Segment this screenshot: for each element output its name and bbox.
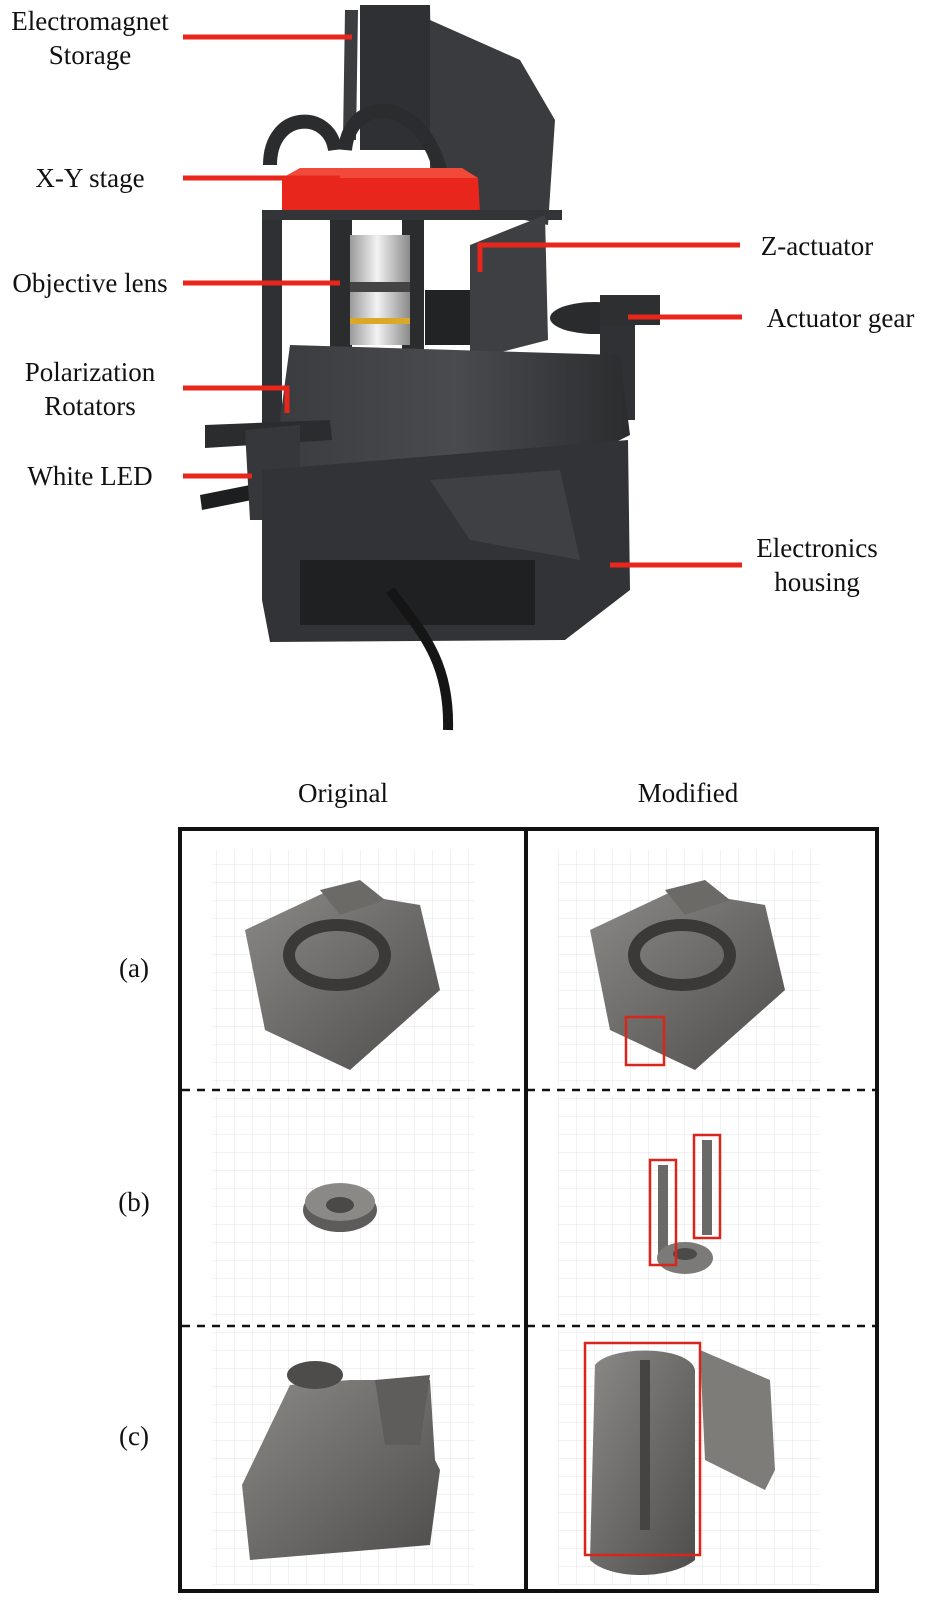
comparison-grid — [178, 827, 879, 1593]
label-line: White LED — [27, 461, 153, 491]
label-line: Actuator gear — [766, 303, 915, 333]
label-xy-stage: X-Y stage — [0, 161, 180, 195]
leader-lines — [183, 34, 742, 568]
label-objective-lens: Objective lens — [0, 266, 180, 300]
label-line: Electronics — [756, 533, 878, 563]
highlight-box-a — [624, 1015, 666, 1067]
part-c-modified — [583, 1341, 775, 1575]
highlight-box-c — [583, 1341, 702, 1557]
label-line: Polarization — [24, 357, 156, 387]
leader-z-actuator — [477, 242, 740, 272]
label-line: Z-actuator — [760, 231, 874, 261]
part-b-modified — [648, 1133, 722, 1274]
cell-b-modified — [558, 1095, 820, 1323]
label-electromagnet-storage: Electromagnet Storage — [0, 4, 180, 72]
label-line: Storage — [48, 40, 132, 70]
label-line: Objective lens — [12, 268, 168, 298]
label-polarization-rotators: Polarization Rotators — [0, 355, 180, 423]
highlight-box-b1 — [648, 1158, 678, 1267]
label-white-led: White LED — [0, 459, 180, 493]
row-label-c: (c) — [119, 1421, 149, 1451]
label-actuator-gear: Actuator gear — [748, 301, 933, 335]
column-header-original: Original — [298, 778, 388, 808]
part-b-original — [303, 1183, 377, 1232]
grid-frame — [178, 827, 879, 1593]
label-line: Electromagnet — [11, 6, 169, 36]
xy-stage-red — [282, 178, 480, 212]
label-z-actuator: Z-actuator — [742, 229, 892, 263]
column-header-modified: Modified — [637, 778, 739, 808]
label-line: housing — [774, 567, 860, 597]
label-line: Rotators — [44, 391, 136, 421]
row-label-a: (a) — [119, 953, 149, 983]
part-c-original — [242, 1361, 440, 1560]
microscope-photo — [200, 5, 660, 731]
part-a-original — [245, 880, 440, 1070]
label-line: X-Y stage — [35, 163, 145, 193]
leader-polarization — [183, 385, 290, 413]
part-a-modified — [590, 880, 785, 1070]
highlight-box-b2 — [692, 1133, 722, 1240]
label-electronics-housing: Electronics housing — [742, 531, 892, 599]
row-label-b: (b) — [118, 1187, 150, 1217]
